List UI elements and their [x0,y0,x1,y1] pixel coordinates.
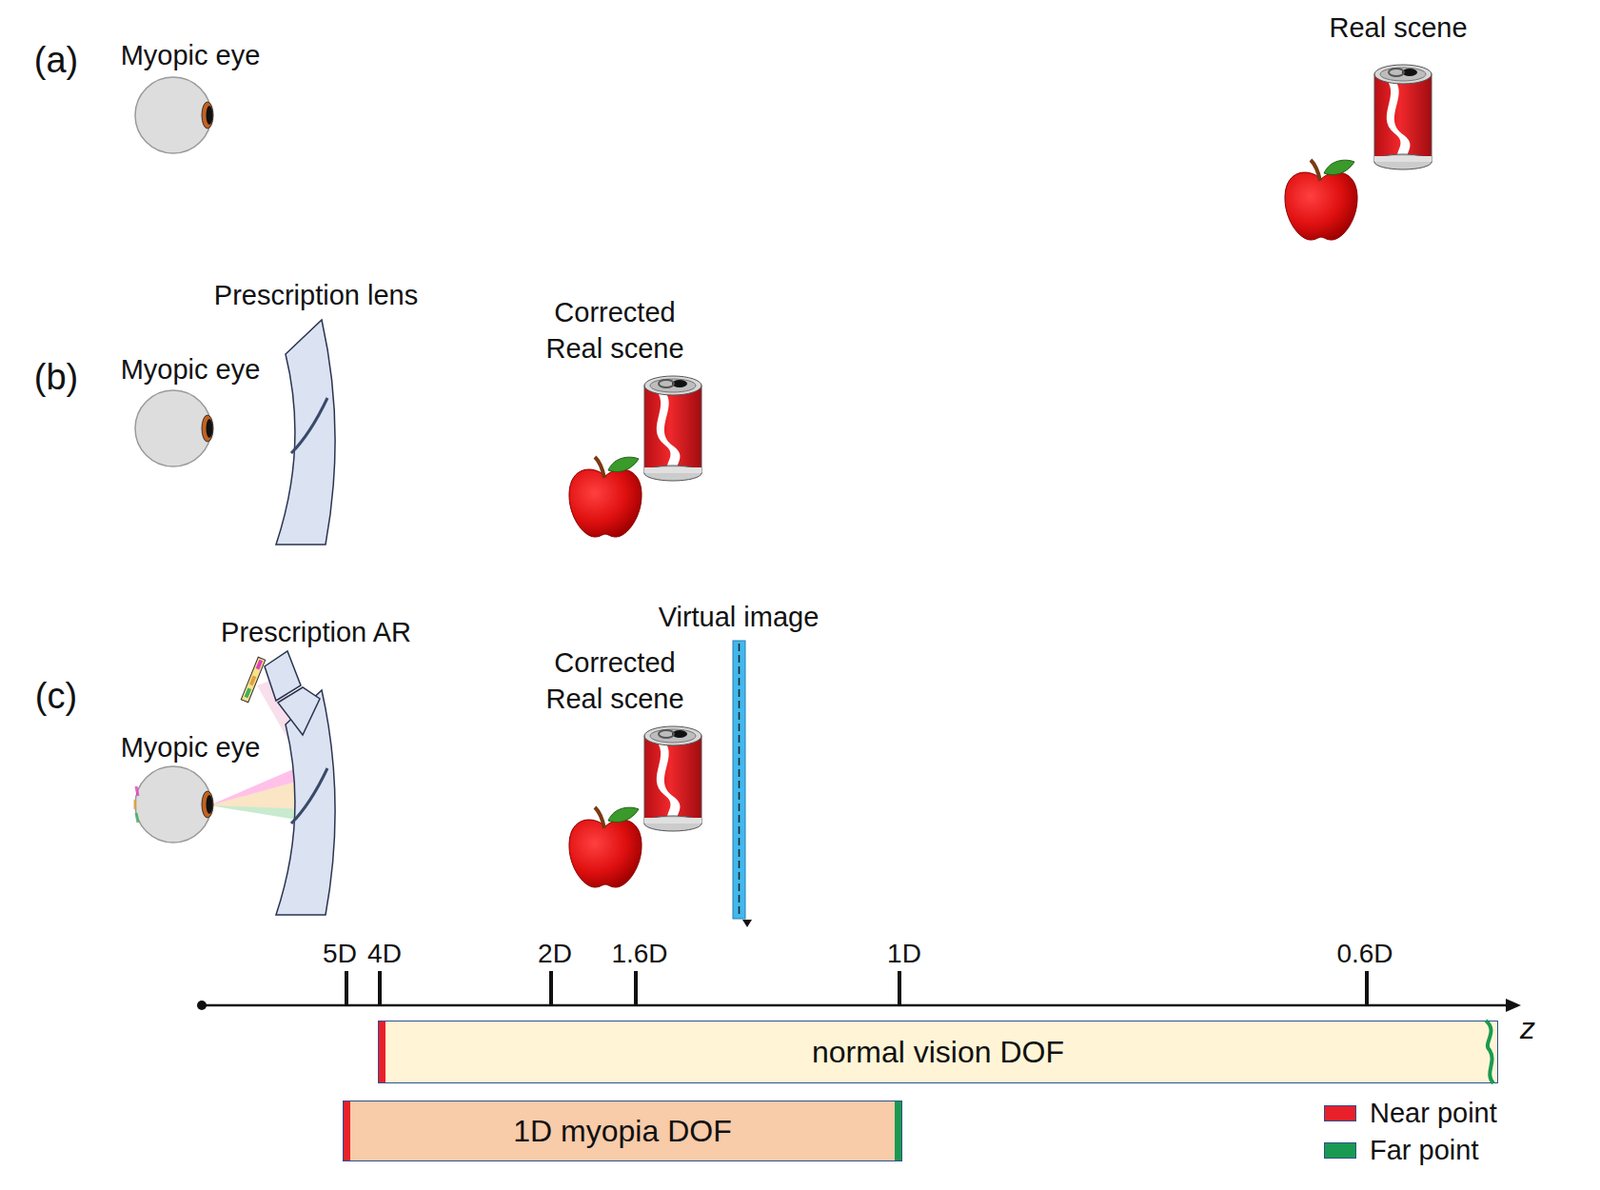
tick-label: 1.6D [611,936,668,971]
legend-item: Near point [1323,1097,1498,1129]
panel-letter: (a) [34,37,79,84]
band-label: normal vision DOF [811,1034,1065,1070]
far-point-mark [894,1101,902,1161]
lens-label: Prescription lens [214,277,418,315]
dof-band: normal vision DOF [377,1020,1499,1084]
legend-swatch [1323,1142,1357,1159]
far-point-wave [1481,1018,1507,1086]
tick-label: 5D [322,936,357,971]
panel-letter: (b) [34,354,79,401]
scene-label: Corrected Real scene [529,645,701,717]
near-point-mark [343,1101,351,1161]
tick-label: 4D [367,936,402,971]
axis-label: z [1520,1008,1536,1049]
tick-label: 1D [887,936,922,971]
near-point-mark [378,1021,386,1083]
dof-band: 1D myopia DOF [342,1100,903,1162]
tick-label: 2D [537,936,573,971]
band-label: 1D myopia DOF [513,1113,731,1149]
tick-label: 0.6D [1336,936,1393,971]
panel-letter: (c) [35,672,78,720]
image-label: Virtual image [658,599,820,636]
eye-label: Myopic eye [120,730,261,767]
legend-item: Far point [1323,1134,1479,1166]
scene-label: Corrected Real scene [529,295,701,367]
eye-label: Myopic eye [120,38,261,75]
eye-label: Myopic eye [120,352,261,389]
legend-swatch [1323,1105,1357,1122]
device-label: Prescription AR [220,614,412,652]
legend-label: Far point [1369,1134,1479,1166]
legend-label: Near point [1369,1097,1498,1129]
scene-label: Real scene [1328,10,1467,47]
